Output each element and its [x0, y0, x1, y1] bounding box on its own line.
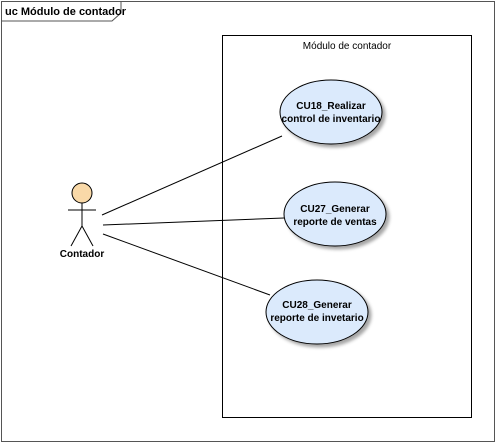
actor-right-leg — [81, 225, 94, 247]
use-case-ellipse — [265, 279, 369, 345]
use-case-cu18[interactable]: CU18_Realizar control de inventario — [279, 79, 383, 145]
use-case-label-line2: reporte de invetario — [270, 313, 363, 324]
use-case-label-line1: CU27_Generar — [300, 204, 370, 215]
actor-head-icon — [71, 182, 93, 204]
use-case-cu28[interactable]: CU28_Generar reporte de invetario — [265, 279, 369, 345]
actor-contador[interactable]: Contador — [60, 182, 105, 260]
actor-label: Contador — [60, 249, 105, 260]
association-cu28[interactable] — [102, 233, 271, 296]
actor-left-leg — [70, 225, 83, 247]
use-case-label-line1: CU18_Realizar — [296, 101, 366, 112]
use-case-label-line2: control de inventario — [282, 114, 381, 125]
association-cu27[interactable] — [102, 217, 285, 226]
system-boundary-title: Módulo de contador — [303, 41, 392, 52]
frame-title: uc Módulo de contador — [5, 6, 127, 18]
association-cu18[interactable] — [101, 135, 283, 216]
use-case-label-line1: CU28_Generar — [282, 300, 352, 311]
use-case-ellipse — [279, 79, 383, 145]
use-case-label-line2: reporte de ventas — [293, 217, 377, 228]
frame-tab — [1, 1, 122, 22]
use-case-cu27[interactable]: CU27_Generar reporte de ventas — [283, 181, 387, 247]
use-case-ellipse — [283, 181, 387, 247]
